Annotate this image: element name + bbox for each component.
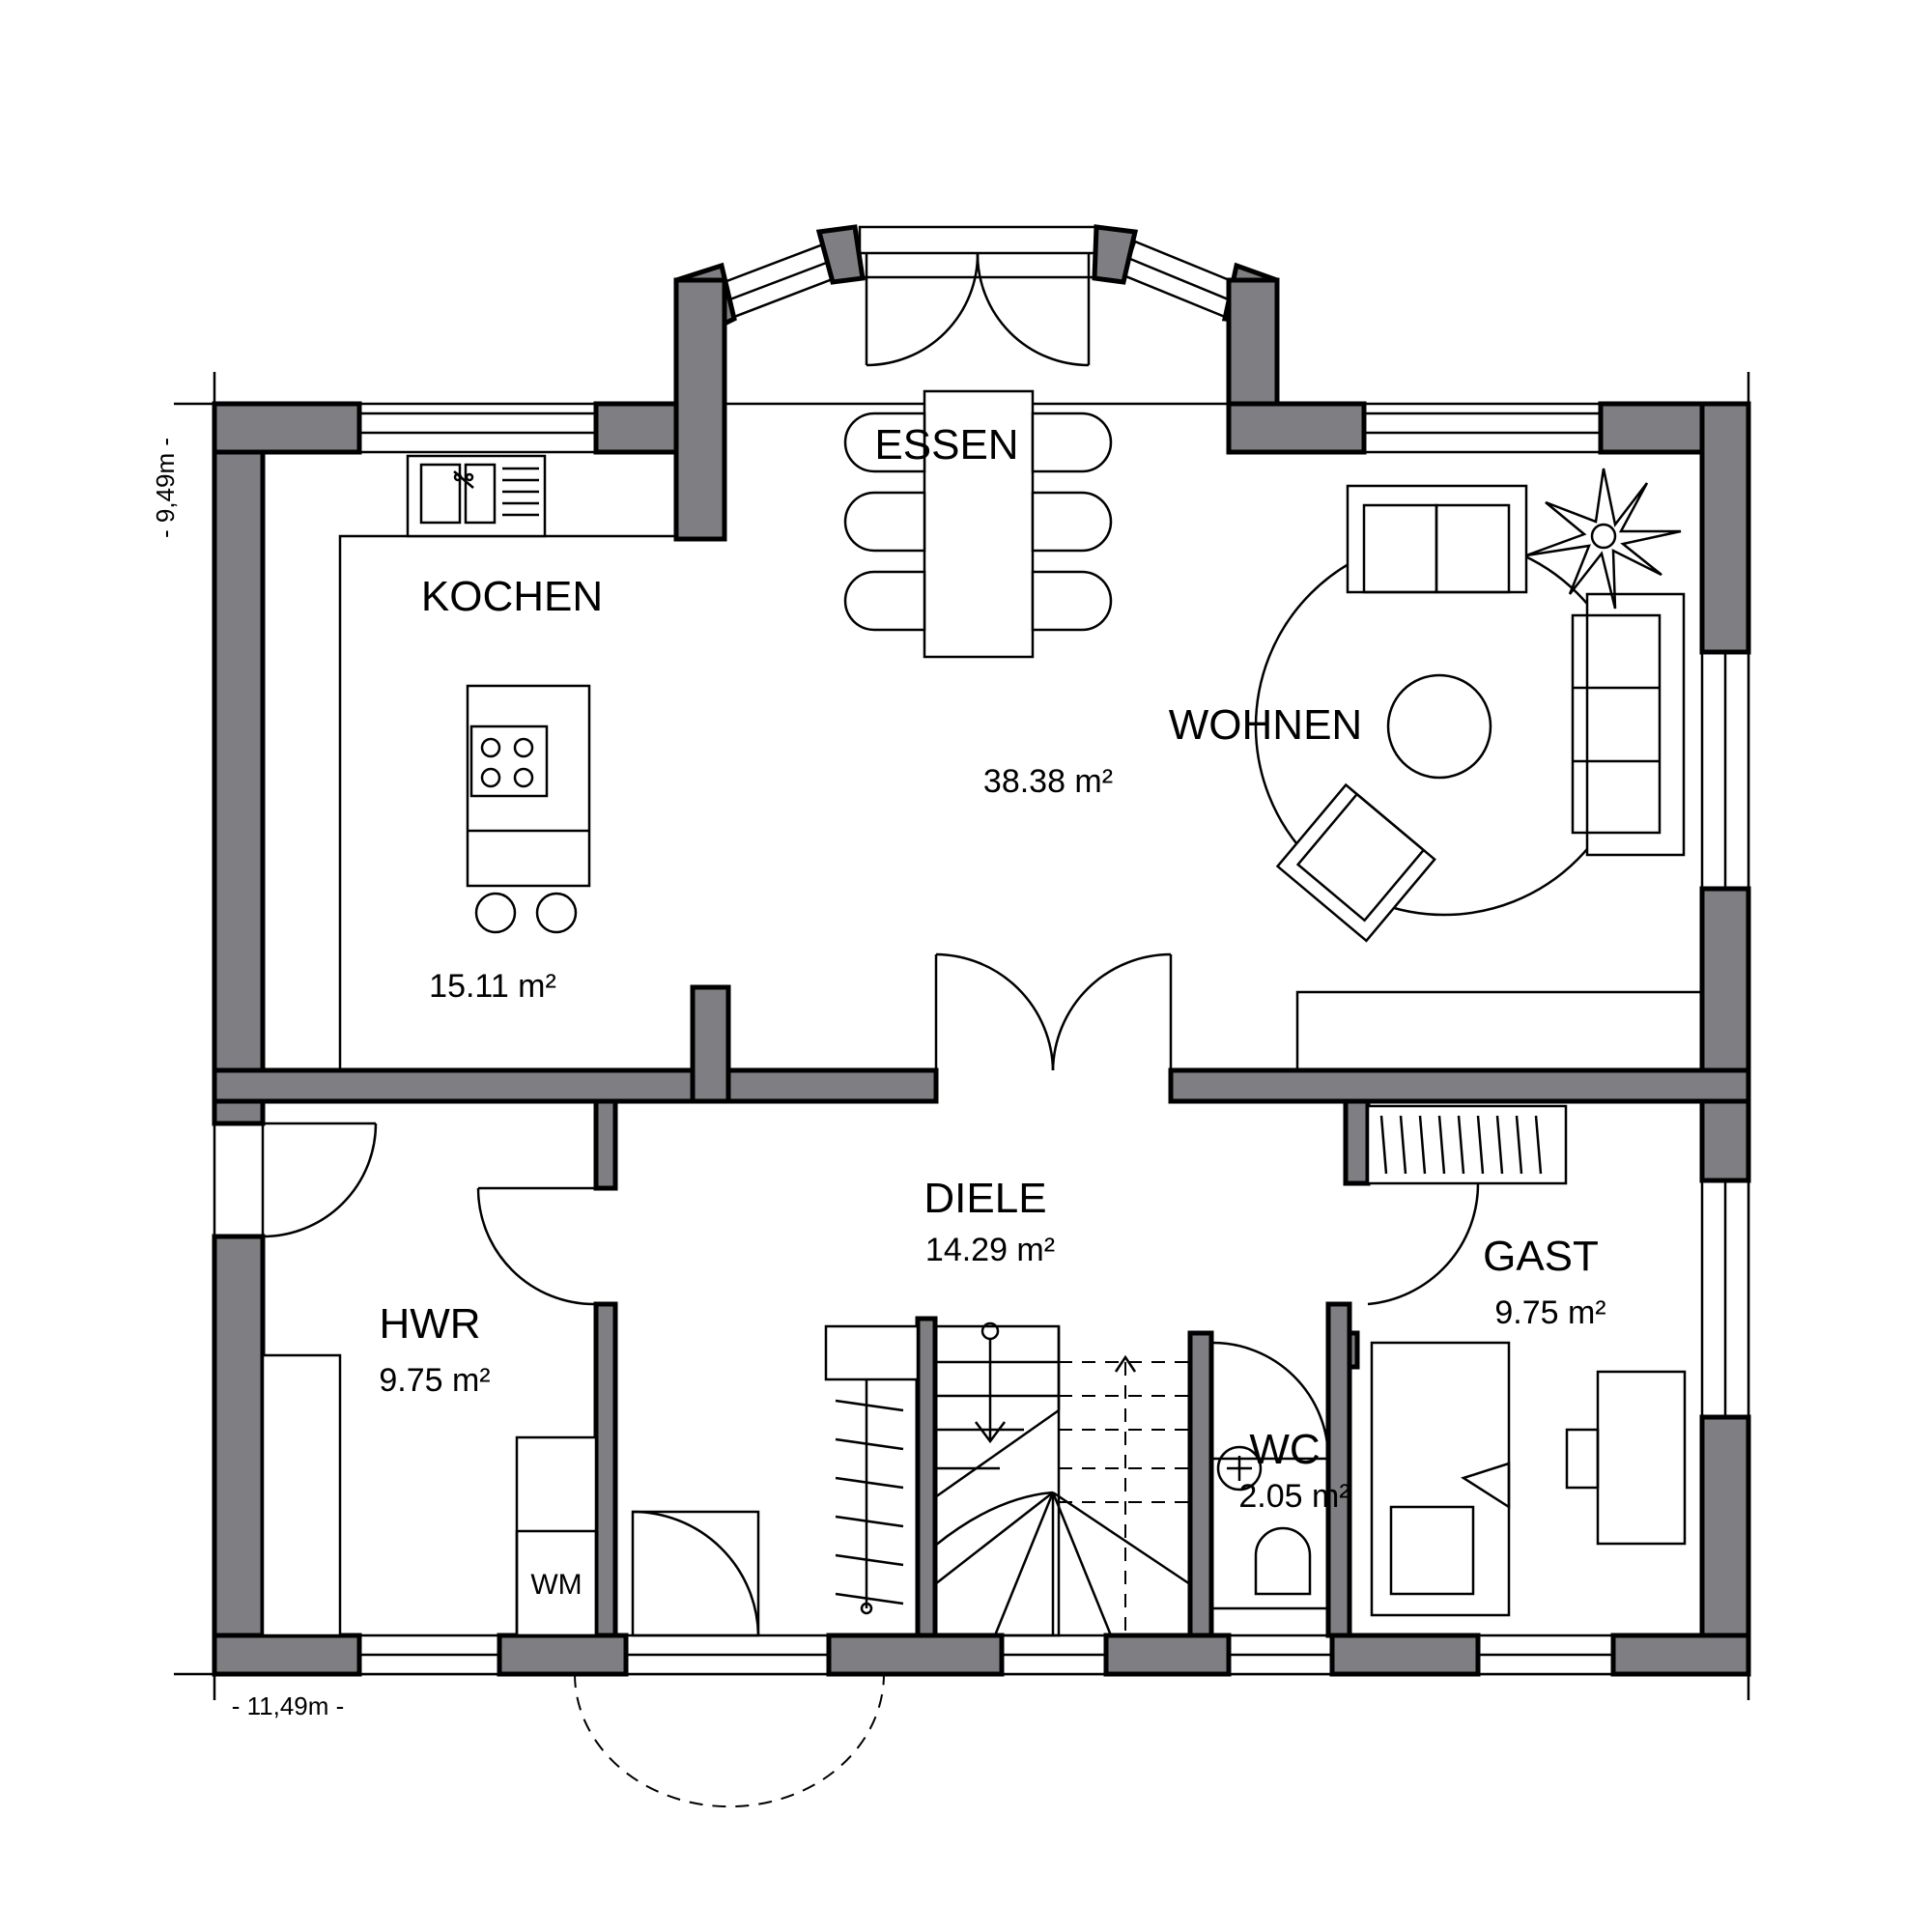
washing-machine — [515, 1529, 598, 1637]
armchair — [1275, 782, 1436, 943]
sink-icon — [453, 470, 474, 489]
door-swing — [1367, 1182, 1480, 1306]
plant-icon — [1525, 468, 1682, 610]
room-area-wc: 2.05 m² — [1238, 1478, 1350, 1515]
room-area-wohnen: 38.38 m² — [983, 763, 1113, 800]
sofa — [1585, 592, 1686, 857]
wash-basin — [1216, 1445, 1263, 1492]
bed — [1370, 1341, 1511, 1617]
room-name-diele: DIELE — [923, 1175, 1046, 1222]
door-swing — [262, 1122, 378, 1238]
living-furniture — [1254, 468, 1704, 1072]
wardrobe — [824, 1324, 920, 1615]
dining-table — [843, 389, 1113, 659]
staircase — [933, 1321, 1191, 1637]
washing-machine-label: WM — [530, 1569, 582, 1601]
door-swing — [476, 1187, 595, 1306]
hwr-fixtures — [261, 1122, 598, 1637]
wc-fixtures — [1210, 1341, 1330, 1610]
gast-furniture — [1366, 1104, 1687, 1617]
room-area-hwr: 9.75 m² — [379, 1362, 490, 1399]
door-swing — [1210, 1341, 1330, 1460]
room-area-gast: 9.75 m² — [1494, 1294, 1605, 1331]
kitchen-island — [466, 684, 591, 934]
terrace-door — [865, 252, 1091, 367]
hall-double-door — [934, 952, 1173, 1071]
bar-stool — [535, 892, 578, 934]
room-name-essen: ESSEN — [874, 421, 1018, 469]
room-name-wohnen: WOHNEN — [1169, 701, 1362, 749]
room-name-kochen: KOCHEN — [421, 573, 603, 620]
room-name-wc: WC — [1249, 1426, 1320, 1473]
walls — [212, 224, 1751, 1677]
room-name-hwr: HWR — [379, 1300, 480, 1348]
bar-stool — [474, 892, 517, 934]
room-name-gast: GAST — [1483, 1233, 1599, 1280]
height-dimension-label: - 9,49m - — [151, 438, 180, 538]
coffee-table — [1386, 673, 1492, 780]
kitchen-counter — [338, 454, 676, 1070]
desk — [1596, 1370, 1687, 1546]
room-area-diele: 14.29 m² — [925, 1232, 1055, 1268]
width-dimension-label: - 11,49m - — [232, 1691, 345, 1720]
toilet — [1254, 1526, 1312, 1596]
room-area-kochen: 15.11 m² — [429, 968, 556, 1005]
entrance-door — [574, 1510, 885, 1808]
